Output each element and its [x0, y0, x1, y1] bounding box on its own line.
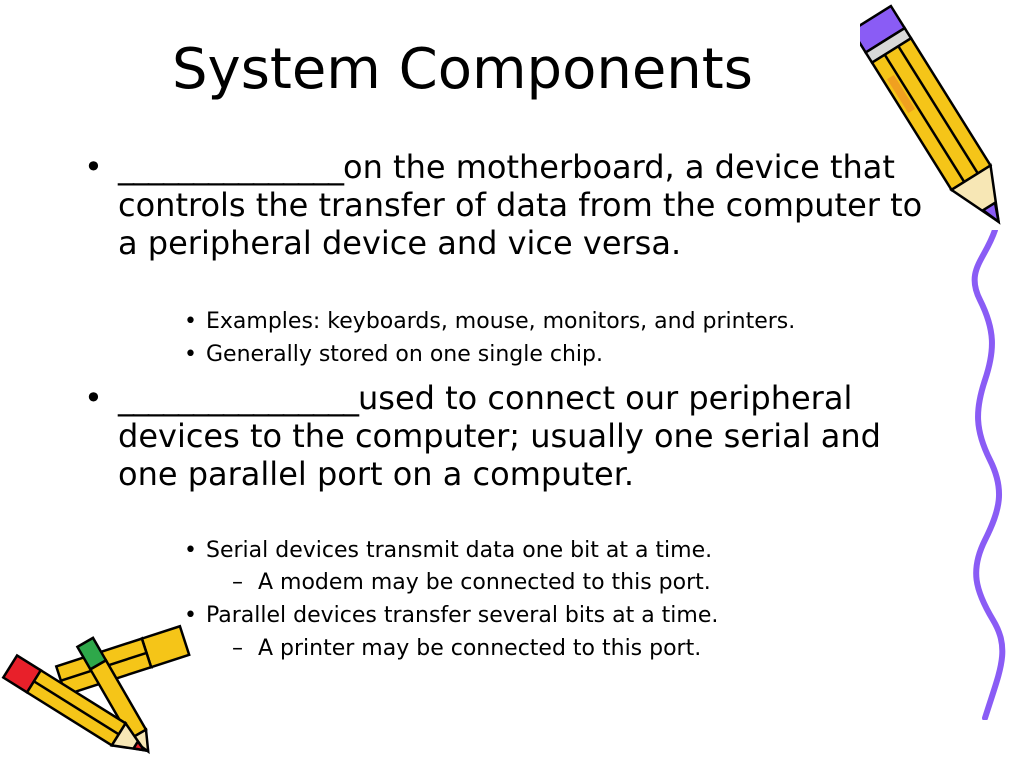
slide-title: System Components: [172, 37, 753, 102]
sub-sub-bullet: –A modem may be connected to this port.: [232, 567, 711, 599]
bullet-glyph: •: [84, 148, 103, 186]
sub-sub-bullet-text: A modem may be connected to this port.: [258, 570, 711, 595]
bullet-2: • ________________used to connect our pe…: [84, 379, 938, 493]
sub-bullet-text: Generally stored on one single chip.: [206, 342, 603, 367]
sub-bullet-text: Parallel devices transfer several bits a…: [206, 603, 719, 628]
bullet-glyph: •: [184, 342, 197, 367]
purple-squiggle-line: [971, 230, 1006, 720]
sub-bullet-text: Serial devices transmit data one bit at …: [206, 538, 713, 563]
bullet-text: on the motherboard, a device that contro…: [118, 148, 923, 262]
bullet-glyph: •: [184, 603, 197, 628]
fill-in-blank: _______________: [118, 148, 344, 186]
pencil-clipart-top-right: [860, 4, 1001, 225]
sub-sub-bullet-text: A printer may be connected to this port.: [258, 636, 702, 661]
bullet-glyph: •: [184, 538, 197, 563]
sub-bullet: • Generally stored on one single chip.: [184, 339, 603, 371]
pencils-clipart-bottom-left: [1, 624, 191, 755]
bullet-glyph: •: [84, 379, 103, 417]
bullet-text: used to connect our peripheral devices t…: [118, 379, 881, 493]
sub-bullet: • Serial devices transmit data one bit at…: [184, 535, 712, 567]
sub-bullet: • Examples: keyboards, mouse, monitors, a…: [184, 306, 795, 338]
sub-bullet-text: Examples: keyboards, mouse, monitors, an…: [206, 309, 796, 334]
bullet-glyph: •: [184, 309, 197, 334]
bullet-1: • _______________on the motherboard, a d…: [84, 148, 938, 262]
sub-bullet: • Parallel devices transfer several bits …: [184, 600, 718, 632]
dash-glyph: –: [232, 636, 243, 661]
fill-in-blank: ________________: [118, 379, 359, 417]
sub-sub-bullet: –A printer may be connected to this port…: [232, 633, 701, 665]
dash-glyph: –: [232, 570, 243, 595]
